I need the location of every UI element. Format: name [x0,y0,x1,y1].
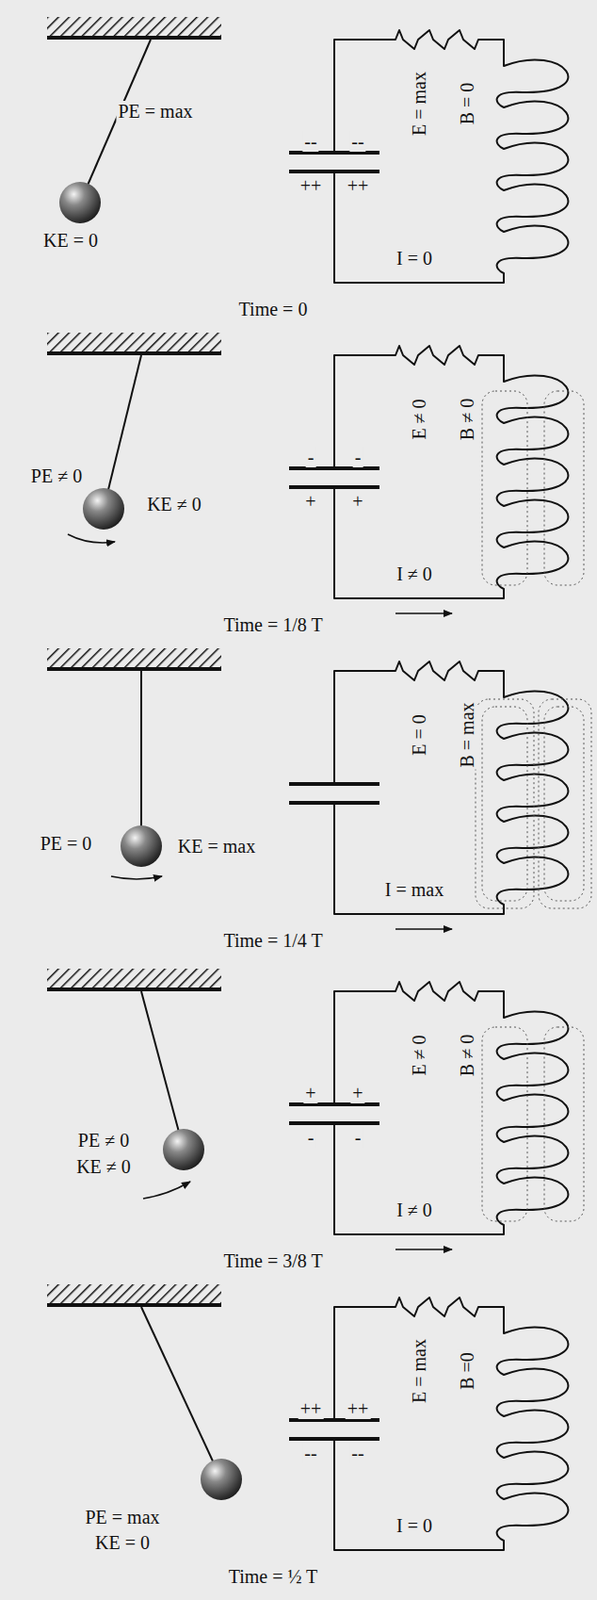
field-label: E = max [408,1336,430,1404]
ceiling [47,351,222,355]
ceiling-hatch [47,968,222,987]
energy-label: PE = 0 [38,832,95,854]
capacitor-plate [289,781,380,786]
lc-circuit-wire [334,345,568,598]
pendulum-bob [59,181,101,224]
lc-circuit-wire [334,1296,568,1549]
time-label: Time = 0 [237,298,310,320]
pendulum-string [141,1306,222,1479]
lc-circuit-wire [334,30,568,283]
pendulum-string [141,990,184,1149]
energy-label: KE ≠ 0 [74,1155,133,1177]
panel-art [47,16,568,283]
motion-arrow [111,875,162,879]
capacitor-plate [289,1120,380,1125]
ceiling [47,35,222,40]
energy-label: PE ≠ 0 [76,1129,131,1150]
charge-sign: + [303,1081,318,1103]
capacitor-plate [289,484,380,489]
magnetic-flux-line [538,698,592,908]
charge-sign: - [306,1126,317,1147]
capacitor-plate [289,800,380,805]
current-label: I ≠ 0 [394,563,435,584]
panel-art [47,332,584,614]
charge-sign: + [303,490,318,512]
magnetic-flux-line [544,390,584,585]
panel-art [47,647,592,929]
capacitor-plate [289,169,380,174]
energy-label: KE ≠ 0 [145,493,204,515]
magnetic-flux-line [482,706,528,901]
energy-label: PE = max [82,1505,162,1527]
field-label: E ≠ 0 [408,396,430,441]
current-label: I ≠ 0 [394,1198,435,1220]
ceiling-hatch [47,1283,222,1303]
ceiling [47,1302,222,1307]
field-label: B = 0 [456,80,478,128]
charge-sign: ++ [298,175,324,196]
charge-sign: -- [349,130,366,152]
charge-sign: ++ [345,1397,372,1419]
motion-arrow [143,1180,191,1198]
current-label: I = max [383,878,446,900]
field-label: B = max [456,699,478,769]
charge-sign: + [350,490,365,512]
magnetic-flux-line [482,1026,528,1221]
energy-label: KE = 0 [93,1531,152,1552]
time-label: Time = ½ T [226,1565,321,1586]
ceiling-hatch [47,16,222,36]
pendulum-string [140,670,143,846]
energy-label: PE = max [115,100,194,122]
current-label: I = 0 [394,1514,435,1535]
lc-circuit-wire [334,981,568,1234]
current-arrow [395,1247,452,1250]
current-arrow [395,612,452,614]
field-label: B =0 [456,1349,478,1391]
time-label: Time = 3/8 T [221,1249,324,1271]
ceiling-hatch [47,332,222,352]
charge-sign: ++ [298,1397,324,1419]
current-arrow [395,927,452,930]
field-label: B ≠ 0 [456,1032,478,1078]
magnetic-flux-line [482,390,528,585]
magnetic-flux-line [544,1026,584,1221]
energy-label: PE ≠ 0 [29,465,84,486]
capacitor-plate [289,1436,380,1440]
energy-label: KE = 0 [41,229,100,251]
charge-sign: - [353,1126,364,1147]
ceiling [47,666,222,671]
magnetic-flux-line [475,698,534,908]
field-label: B ≠ 0 [456,396,478,442]
charge-sign: -- [349,1441,366,1463]
charge-sign: ++ [345,175,372,196]
capacitor-plate [289,466,380,470]
pendulum-bob [162,1128,205,1170]
pendulum-bob [200,1457,243,1500]
time-label: Time = 1/8 T [221,613,324,635]
pendulum-string [103,354,142,509]
current-label: I = 0 [394,247,435,269]
lc-circuit-wire [334,661,568,914]
charge-sign: -- [302,130,319,152]
charge-sign: -- [302,1441,319,1463]
ceiling [47,986,222,991]
ceiling-hatch [47,647,222,667]
pendulum-bob [82,487,125,530]
pendulum-bob [120,824,162,867]
motion-arrow [67,533,115,543]
energy-label: KE = max [176,835,258,856]
panel-art [47,1283,568,1549]
time-label: Time = 1/4 T [221,929,324,951]
field-label: E = 0 [408,711,430,758]
panel-art [47,968,584,1249]
field-label: E = max [408,69,430,138]
charge-sign: - [353,446,364,468]
field-label: E ≠ 0 [408,1032,430,1077]
charge-sign: - [306,446,317,468]
magnetic-flux-line [544,706,584,901]
charge-sign: + [350,1081,365,1103]
